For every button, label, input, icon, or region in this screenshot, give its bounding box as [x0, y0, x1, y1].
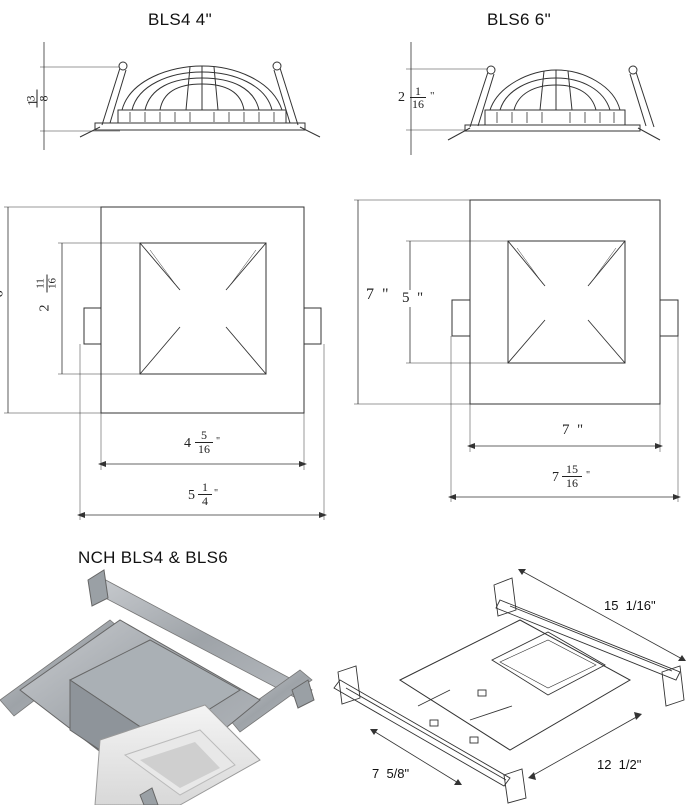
nch-width-left-label: 7 5/8" [372, 766, 410, 781]
bls4-front-outer-width-unit: " [214, 488, 219, 499]
nch-length-top-label: 15 1/16" [604, 598, 656, 613]
bls4-front-inner-width-whole: 4 [184, 436, 191, 451]
bls6-side-height-unit: " [430, 90, 435, 102]
bls6-front-inner-height: 5 " [402, 290, 424, 307]
bls4-front-outer-width-frac: 1 4 [198, 481, 212, 508]
bls6-front-outer-height: 7 " [366, 286, 389, 304]
bls6-front-outer-width-frac: 15 16 [562, 463, 582, 490]
nch-width-right-label: 12 1/2" [597, 757, 642, 772]
bls4-front-inner-width-frac: 5 16 [195, 429, 213, 456]
bls6-front-inner-width: 7 " [562, 422, 584, 438]
bls6-side-height-whole: 2 [398, 90, 405, 105]
bls4-title: BLS4 4" [148, 10, 212, 29]
bls4-front-inner-width-unit: " [216, 436, 221, 447]
bls6-front-outer-width-unit: " [586, 470, 591, 481]
bls4-front-outer-width-whole: 5 [188, 488, 195, 503]
nch-title: NCH BLS4 & BLS6 [78, 548, 229, 567]
bls6-front-outer-width-whole: 7 [552, 470, 559, 485]
bls6-title: BLS6 6" [487, 10, 551, 29]
bls6-side-height-frac: 1 16 [410, 84, 426, 111]
